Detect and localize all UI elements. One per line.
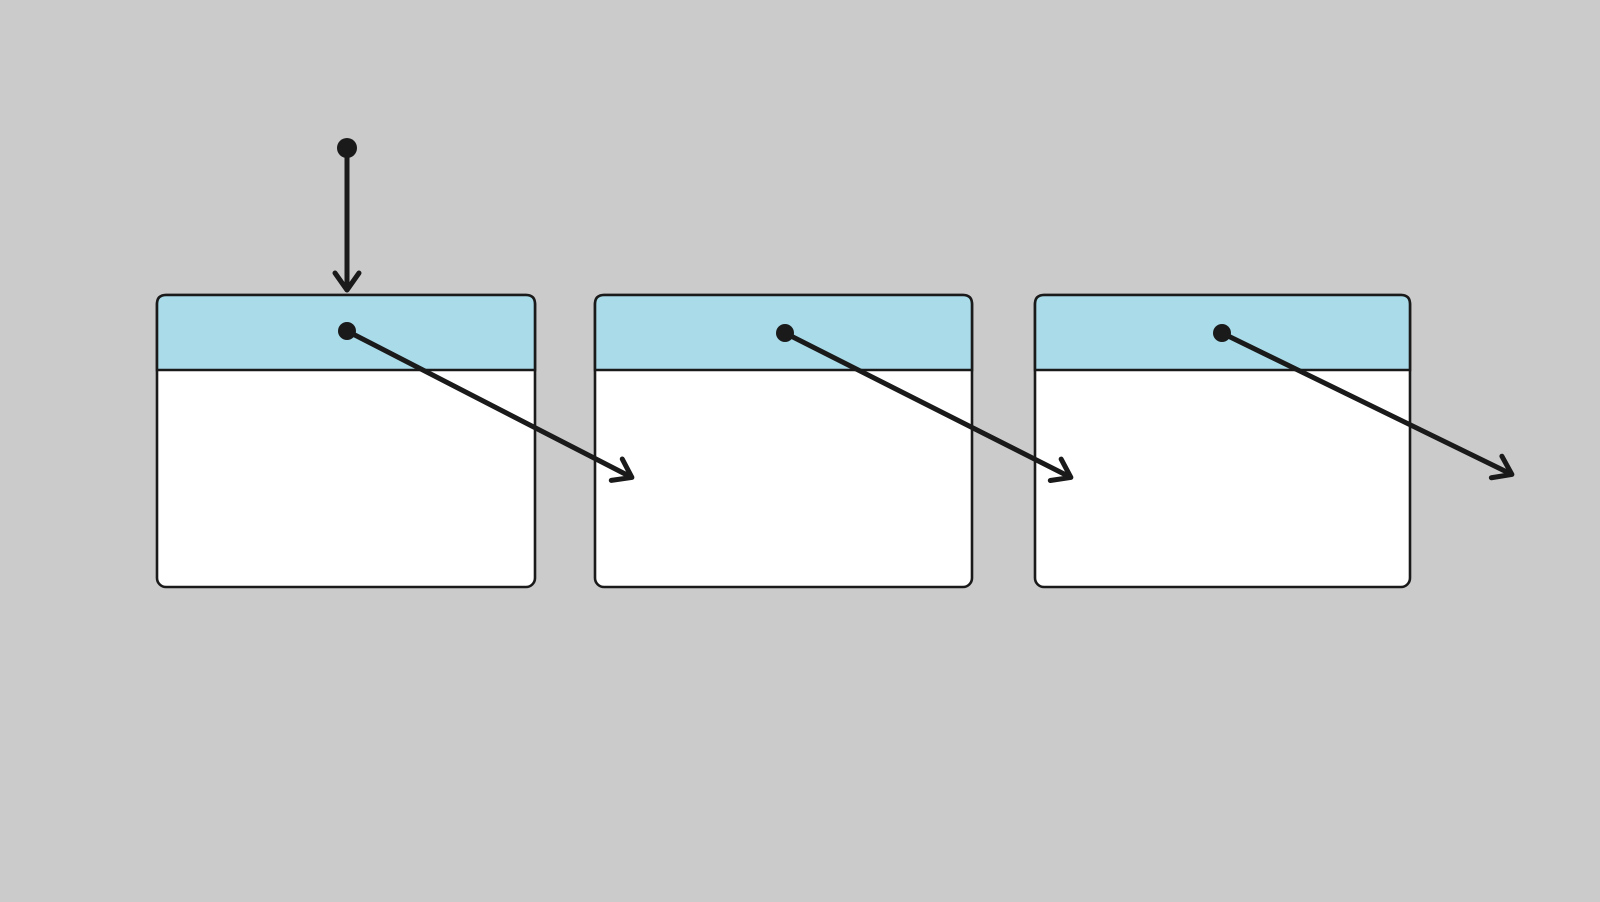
next-arrow-1	[338, 322, 635, 483]
next-arrow-2-line	[782, 330, 1074, 483]
next-arrow-2	[776, 324, 1074, 483]
next-arrow-3-line	[1219, 330, 1515, 481]
head-arrow	[332, 138, 362, 293]
head-arrow-dot	[337, 138, 357, 158]
node-3	[1033, 293, 1412, 589]
next-arrow-3	[1213, 324, 1515, 481]
next-arrow-1-line	[344, 328, 635, 483]
